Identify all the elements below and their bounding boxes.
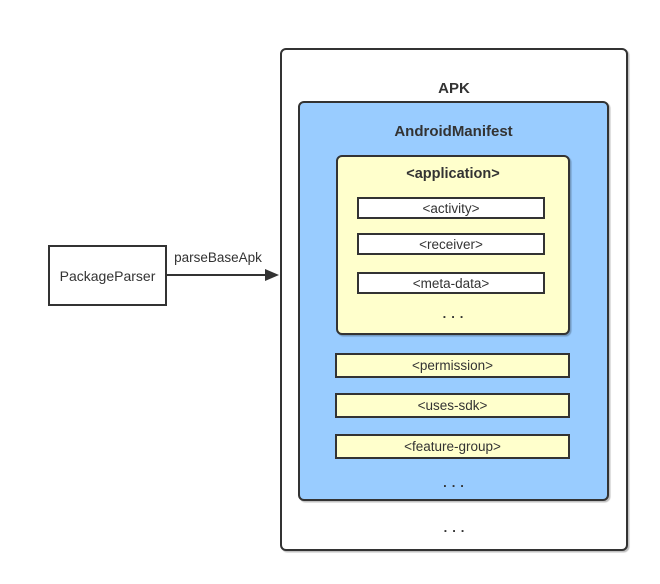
application-container: <application> <activity> <receiver> <met… [336, 155, 570, 335]
package-parser-label: PackageParser [59, 267, 156, 284]
permission-node: <permission> [335, 353, 570, 378]
android-manifest-container: AndroidManifest <application> <activity>… [298, 101, 609, 501]
activity-node: <activity> [357, 197, 545, 219]
apk-ellipsis: ... [443, 520, 470, 535]
permission-label: <permission> [411, 358, 494, 373]
apk-title: APK [438, 80, 470, 97]
application-ellipsis: ... [442, 306, 469, 321]
meta-data-node: <meta-data> [357, 272, 545, 294]
apk-container: APK AndroidManifest <application> <activ… [280, 48, 628, 551]
application-title: <application> [406, 166, 500, 182]
arrow-head-icon [265, 269, 279, 281]
arrow-label: parseBaseApk [174, 250, 262, 265]
android-manifest-title: AndroidManifest [394, 123, 513, 140]
arrow-line [167, 274, 268, 276]
receiver-label: <receiver> [419, 236, 483, 252]
feature-group-label: <feature-group> [404, 439, 501, 454]
uses-sdk-label: <uses-sdk> [417, 398, 488, 413]
manifest-ellipsis: ... [443, 475, 469, 490]
receiver-node: <receiver> [357, 233, 545, 255]
meta-data-label: <meta-data> [412, 275, 490, 291]
feature-group-node: <feature-group> [335, 434, 570, 459]
package-parser-node: PackageParser [48, 245, 167, 306]
activity-label: <activity> [422, 200, 480, 216]
uses-sdk-node: <uses-sdk> [335, 393, 570, 418]
